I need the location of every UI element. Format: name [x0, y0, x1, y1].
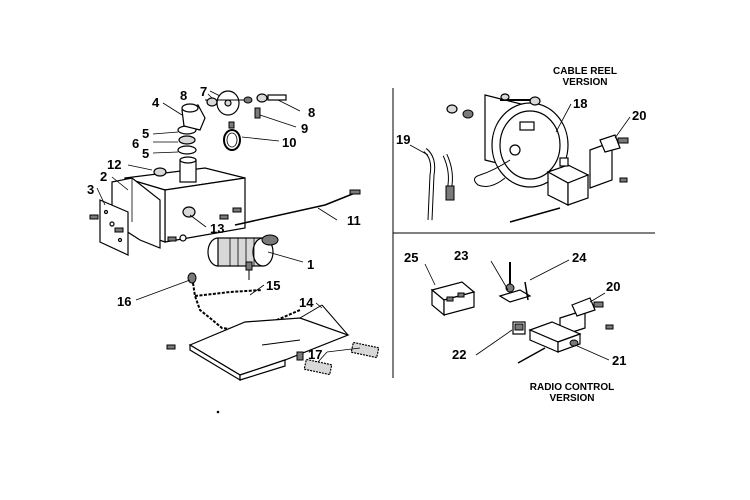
callout-3: 3	[87, 182, 95, 197]
nut-12	[153, 167, 167, 177]
stray-dot	[216, 410, 220, 414]
callout-4: 4	[152, 95, 160, 110]
leader-lines	[96, 90, 631, 363]
callout-19: 19	[396, 132, 411, 147]
junction-box	[546, 157, 590, 206]
cable-reel-version-title: CABLE REEL VERSION	[525, 66, 645, 88]
callout-13: 13	[210, 221, 225, 236]
callout-15: 15	[266, 278, 281, 293]
small-bolts	[89, 207, 242, 242]
callout-1: 1	[307, 257, 315, 272]
motor-1	[207, 234, 279, 280]
radio-control-title-line2: VERSION	[549, 393, 595, 404]
pin-9	[254, 107, 261, 119]
mounting-plate-3	[99, 199, 129, 256]
bolt-8	[267, 94, 287, 101]
callout-10: 10	[282, 135, 297, 150]
callout-25: 25	[404, 250, 419, 265]
bushing-13	[182, 206, 196, 218]
washer-stack-5-6	[177, 125, 197, 155]
hook-16	[187, 272, 197, 284]
callout-24: 24	[572, 250, 587, 265]
radio-control-title-line1: RADIO CONTROL	[529, 382, 615, 393]
grips-17	[303, 341, 380, 376]
cable-rod-11	[234, 189, 361, 226]
nuts-8	[206, 93, 268, 107]
radio-control-version-title: RADIO CONTROL VERSION	[512, 382, 632, 404]
receiver-25	[430, 281, 476, 317]
antenna-23-24	[498, 262, 532, 303]
switch-22	[512, 321, 526, 335]
callout-18: 18	[573, 96, 588, 111]
callout-16: 16	[117, 294, 132, 309]
main-housing-box	[124, 156, 246, 243]
connector-19	[423, 148, 455, 221]
callout-6: 6	[132, 136, 140, 151]
callout-8-left: 8	[180, 88, 188, 103]
remote-box-21	[517, 321, 582, 364]
cable-reel-18	[484, 93, 569, 188]
callout-20-top: 20	[632, 108, 647, 123]
callout-5-lower: 5	[142, 146, 150, 161]
ring-10	[223, 121, 241, 151]
panel-dividers	[392, 88, 655, 378]
callout-20-bottom: 20	[606, 279, 621, 294]
callout-9: 9	[301, 121, 309, 136]
callout-8-right: 8	[308, 105, 316, 120]
callout-12: 12	[107, 157, 122, 172]
base-tray-14	[166, 304, 350, 382]
callout-17: 17	[308, 347, 323, 362]
bracket-20-top	[589, 134, 629, 189]
cable-reel-title-line1: CABLE REEL	[553, 66, 617, 77]
callout-23: 23	[454, 248, 469, 263]
callout-11: 11	[347, 213, 361, 228]
callout-5-upper: 5	[142, 126, 150, 141]
callout-22: 22	[452, 347, 467, 362]
callout-7: 7	[200, 84, 208, 99]
callout-21: 21	[612, 353, 627, 368]
reel-cable	[474, 159, 561, 223]
callout-2: 2	[100, 169, 108, 184]
cable-reel-title-line2: VERSION	[562, 77, 608, 88]
callout-14: 14	[299, 295, 314, 310]
elbow-fitting-4	[181, 103, 206, 131]
reel-nuts	[446, 104, 474, 119]
